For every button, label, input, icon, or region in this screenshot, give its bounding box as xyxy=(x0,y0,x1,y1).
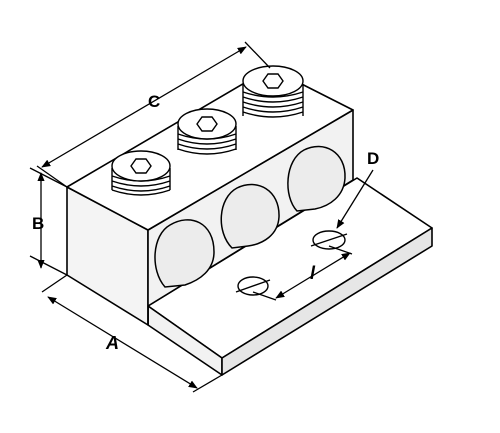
dimension-l xyxy=(252,245,353,301)
dimension-b-label: B xyxy=(32,214,44,233)
dimension-a-label: A xyxy=(105,333,119,353)
hex-socket-icon xyxy=(196,116,218,132)
dimension-c xyxy=(36,41,271,188)
wire-bore-2 xyxy=(220,183,280,249)
wire-bore-1 xyxy=(154,219,215,288)
wire-bore-3 xyxy=(287,145,346,212)
dimension-l-label: l xyxy=(310,263,316,283)
hex-socket-icon xyxy=(130,158,152,174)
dimension-b xyxy=(29,167,68,276)
dimension-a xyxy=(41,274,223,393)
dimension-d xyxy=(336,169,374,229)
wire-bores xyxy=(154,145,346,288)
hex-socket-icon xyxy=(262,73,284,89)
set-screw-3 xyxy=(242,65,304,122)
dimension-c-label: C xyxy=(148,92,160,111)
dimension-d-label: D xyxy=(367,149,379,168)
mounting-hole-1 xyxy=(235,276,271,296)
base-side-face xyxy=(221,227,433,376)
set-screw-2 xyxy=(177,108,237,157)
mounting-holes xyxy=(235,230,348,296)
mounting-hole-2 xyxy=(310,230,348,250)
set-screw-1 xyxy=(111,150,171,196)
